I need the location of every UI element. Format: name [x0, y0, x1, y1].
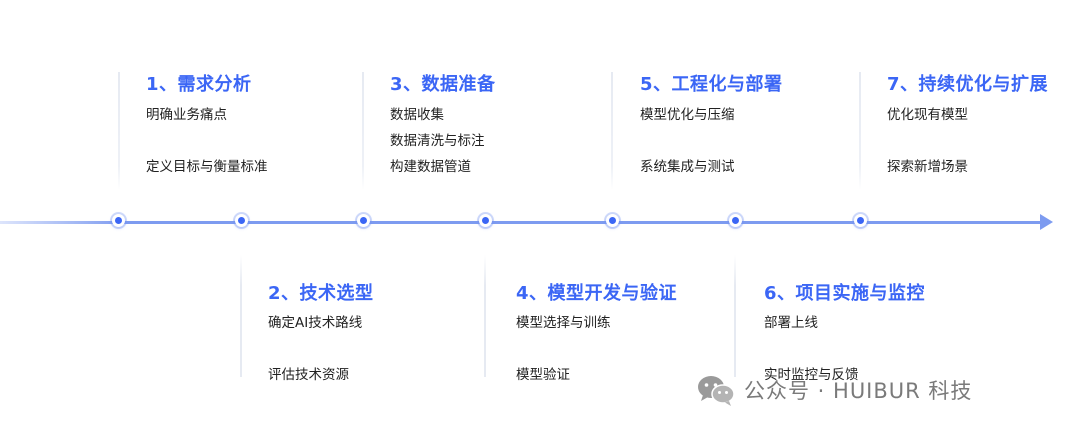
step-4-item-2: 模型验证: [516, 367, 570, 383]
step-2-item-1: 确定AI技术路线: [268, 315, 363, 331]
step-1-title: 1、需求分析: [146, 74, 252, 95]
step-2-divider: [240, 255, 242, 377]
step-7-title: 7、持续优化与扩展: [887, 74, 1049, 95]
timeline-node-1: [112, 214, 125, 227]
step-7-divider: [859, 72, 861, 190]
step-5-divider: [611, 72, 613, 190]
step-4: 4、模型开发与验证 模型选择与训练 模型验证: [516, 279, 731, 389]
step-7-item-1: 优化现有模型: [887, 107, 968, 123]
step-4-divider: [484, 255, 486, 377]
step-3-item-2: 数据清洗与标注: [390, 133, 485, 149]
step-3-title: 3、数据准备: [390, 74, 496, 95]
timeline-node-3: [357, 214, 370, 227]
timeline-node-7: [854, 214, 867, 227]
step-4-title: 4、模型开发与验证: [516, 283, 678, 304]
step-3: 3、数据准备 数据收集 数据清洗与标注 构建数据管道: [390, 70, 600, 180]
wechat-icon: [698, 376, 735, 406]
step-2-title: 2、技术选型: [268, 283, 374, 304]
watermark: 公众号 · HUIBUR 科技: [696, 370, 972, 410]
step-5-item-1: 模型优化与压缩: [640, 107, 735, 123]
timeline-axis: [0, 221, 1044, 224]
step-6: 6、项目实施与监控 部署上线 实时监控与反馈: [764, 279, 974, 383]
step-6-item-1: 部署上线: [764, 315, 818, 331]
step-1: 1、需求分析 明确业务痛点 定义目标与衡量标准: [146, 70, 356, 180]
step-3-item-1: 数据收集: [390, 107, 444, 123]
step-2-item-2: 评估技术资源: [268, 367, 349, 383]
timeline-arrow-head: [1040, 214, 1053, 230]
step-1-item-2: 定义目标与衡量标准: [146, 159, 268, 175]
step-5-item-2: 系统集成与测试: [640, 159, 735, 175]
step-7: 7、持续优化与扩展 优化现有模型 探索新增场景: [887, 70, 1077, 180]
step-6-divider: [734, 255, 736, 377]
timeline-node-6: [729, 214, 742, 227]
step-2: 2、技术选型 确定AI技术路线 评估技术资源: [268, 279, 478, 389]
step-3-divider: [362, 72, 364, 190]
watermark-text: 公众号 · HUIBUR 科技: [744, 379, 973, 403]
step-4-item-1: 模型选择与训练: [516, 315, 611, 331]
timeline-node-5: [606, 214, 619, 227]
step-6-item-2: 实时监控与反馈: [764, 367, 859, 383]
step-1-divider: [118, 72, 120, 190]
step-7-item-2: 探索新增场景: [887, 159, 968, 175]
step-1-item-1: 明确业务痛点: [146, 107, 227, 123]
step-5: 5、工程化与部署 模型优化与压缩 系统集成与测试: [640, 70, 850, 180]
timeline-node-2: [235, 214, 248, 227]
timeline-node-4: [479, 214, 492, 227]
step-5-title: 5、工程化与部署: [640, 74, 783, 95]
step-6-title: 6、项目实施与监控: [764, 283, 926, 304]
step-3-item-3: 构建数据管道: [390, 159, 471, 175]
